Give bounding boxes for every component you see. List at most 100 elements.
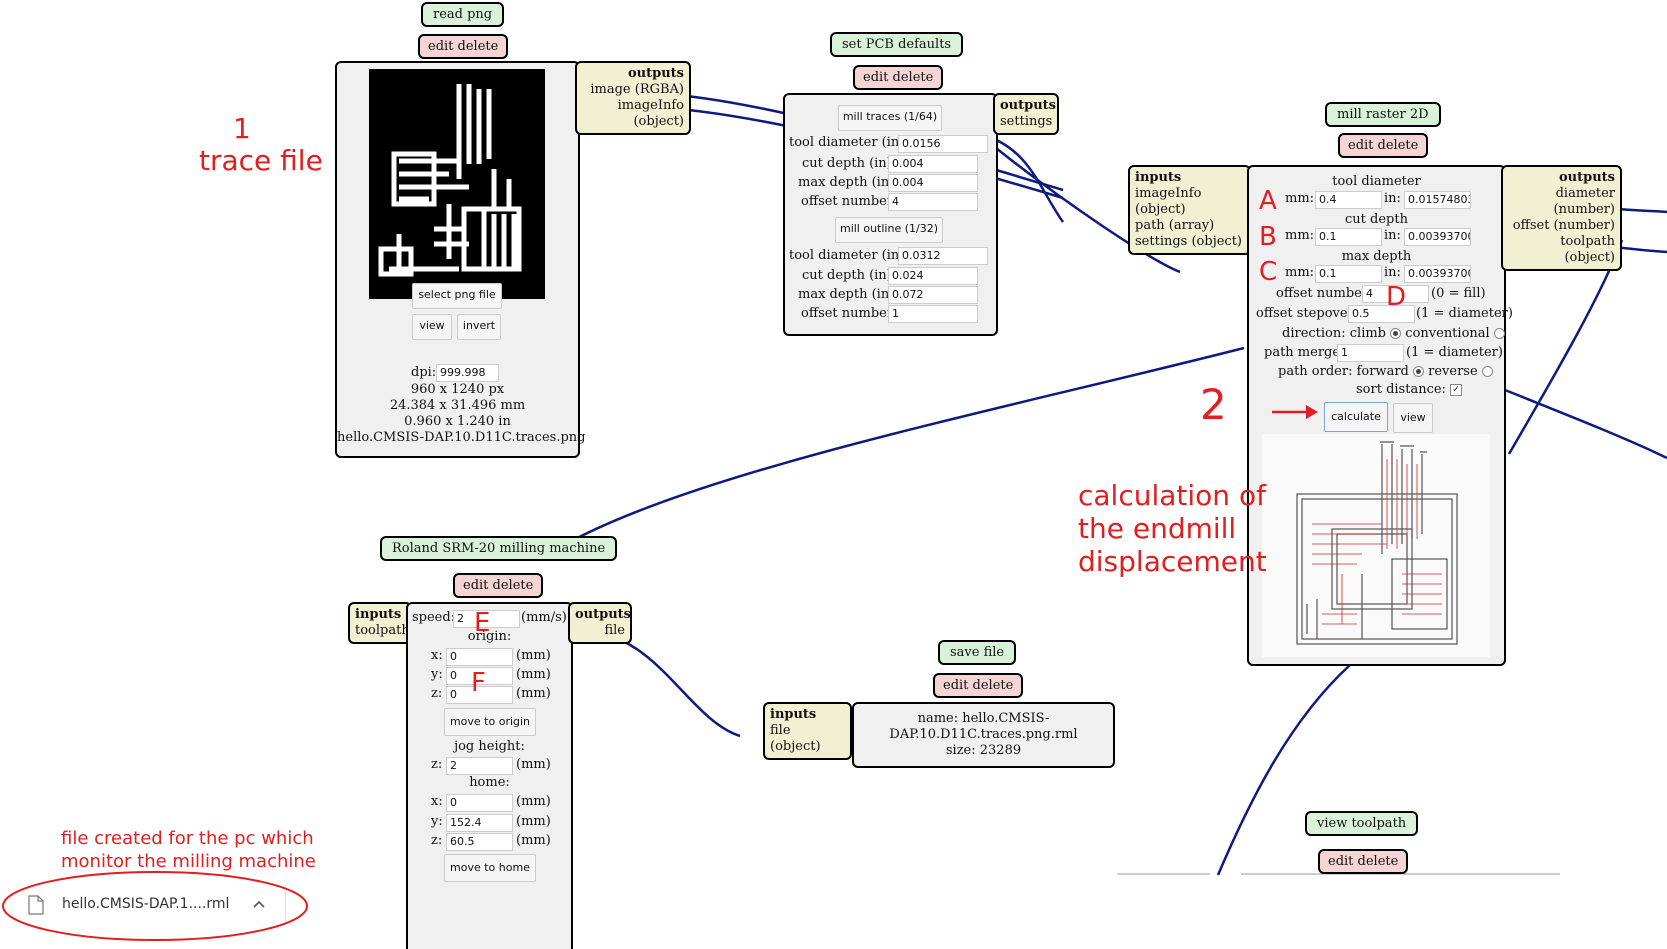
home-y-label: y: bbox=[431, 814, 443, 829]
read-png-edit-delete[interactable]: edit delete bbox=[418, 34, 509, 59]
input-imageinfo[interactable]: imageInfo (object) bbox=[1135, 186, 1202, 217]
output-imageinfo[interactable]: imageInfo (object) bbox=[617, 98, 684, 129]
step2-text-line1: calculation of bbox=[1078, 479, 1266, 512]
file-note-line1: file created for the pc which bbox=[61, 828, 314, 849]
mill-raster-outputs[interactable]: outputs diameter (number) offset (number… bbox=[1501, 165, 1622, 271]
input-path[interactable]: path (array) bbox=[1135, 218, 1215, 233]
mill-raster-view-button[interactable]: view bbox=[1393, 403, 1433, 433]
traces-max-depth-input[interactable]: 0.004 bbox=[888, 174, 978, 192]
cut-in-input[interactable]: 0.00393700 bbox=[1404, 228, 1471, 246]
input-toolpath[interactable]: toolpath bbox=[355, 623, 410, 638]
max-mm-label: mm: bbox=[1285, 265, 1315, 280]
roland-inputs[interactable]: inputs toolpath bbox=[348, 602, 412, 644]
home-z-input[interactable]: 60.5 bbox=[446, 833, 513, 851]
speed-unit: (mm/s) bbox=[521, 610, 567, 625]
mill-raster-panel: tool diameter mm: 0.4 in: 0.01574803 cut… bbox=[1247, 165, 1513, 666]
reverse-radio[interactable] bbox=[1481, 366, 1493, 377]
pcb-defaults-edit-delete[interactable]: edit delete bbox=[853, 65, 944, 90]
download-item[interactable]: hello.CMSIS-DAP.1....rml bbox=[20, 887, 270, 923]
invert-button[interactable]: invert bbox=[457, 314, 501, 340]
outputs-label: outputs bbox=[628, 66, 684, 81]
pcb-defaults-title[interactable]: set PCB defaults bbox=[830, 32, 964, 57]
climb-radio[interactable] bbox=[1390, 328, 1402, 339]
wire-pcb-to-raster-2 bbox=[985, 139, 1181, 274]
tool-in-input[interactable]: 0.01574803 bbox=[1404, 191, 1471, 209]
roland-outputs[interactable]: outputs file bbox=[568, 602, 632, 644]
view-toolpath-title[interactable]: view toolpath bbox=[1305, 811, 1419, 836]
output-file[interactable]: file bbox=[604, 623, 625, 638]
jog-z-input[interactable]: 2 bbox=[446, 757, 513, 775]
traces-cut-depth-input[interactable]: 0.004 bbox=[888, 155, 978, 173]
outputs-label: outputs bbox=[1000, 98, 1056, 113]
conventional-radio[interactable] bbox=[1493, 328, 1505, 339]
origin-z-input[interactable]: 0 bbox=[446, 686, 513, 704]
save-file-title[interactable]: save file bbox=[938, 640, 1017, 665]
size-in: 0.960 x 1.240 in bbox=[404, 414, 511, 429]
read-png-title[interactable]: read png bbox=[421, 2, 505, 27]
output-toolpath[interactable]: toolpath (object) bbox=[1560, 234, 1615, 265]
dpi-input[interactable]: 999.998 bbox=[436, 364, 499, 382]
outline-offset-number-input[interactable]: 1 bbox=[888, 305, 978, 323]
size-px: 960 x 1240 px bbox=[410, 382, 505, 397]
roland-title[interactable]: Roland SRM-20 milling machine bbox=[380, 536, 618, 561]
outputs-label: outputs bbox=[1559, 170, 1615, 185]
download-filename: hello.CMSIS-DAP.1....rml bbox=[62, 896, 230, 912]
save-file-edit-delete[interactable]: edit delete bbox=[933, 673, 1024, 698]
save-size: size: 23289 bbox=[945, 743, 1022, 758]
path-order-row: path order: forward reverse bbox=[1278, 364, 1493, 379]
mill-raster-inputs[interactable]: inputs imageInfo (object) path (array) s… bbox=[1128, 165, 1251, 255]
offset-number-input[interactable]: 4 bbox=[1362, 285, 1429, 303]
outline-cut-depth-input[interactable]: 0.024 bbox=[888, 267, 978, 285]
mill-raster-edit-delete[interactable]: edit delete bbox=[1338, 133, 1429, 158]
select-png-file-button[interactable]: select png file bbox=[412, 283, 502, 309]
output-diameter[interactable]: diameter (number) bbox=[1553, 186, 1615, 217]
calculate-button[interactable]: calculate bbox=[1324, 402, 1388, 432]
roland-edit-delete[interactable]: edit delete bbox=[453, 573, 544, 598]
max-in-input[interactable]: 0.00393700 bbox=[1404, 265, 1471, 283]
tool-mm-input[interactable]: 0.4 bbox=[1315, 191, 1382, 209]
outline-tool-diameter-input[interactable]: 0.0312 bbox=[898, 247, 988, 265]
origin-x-unit: (mm) bbox=[516, 648, 551, 663]
step1-text: trace file bbox=[199, 144, 323, 177]
mill-raster-title[interactable]: mill raster 2D bbox=[1325, 102, 1441, 127]
home-y-unit: (mm) bbox=[516, 814, 551, 829]
mill-outline-button[interactable]: mill outline (1/32) bbox=[835, 217, 943, 243]
forward-radio[interactable] bbox=[1413, 366, 1424, 377]
sort-distance-checkbox[interactable]: ✓ bbox=[1450, 383, 1463, 396]
pcb-defaults-outputs[interactable]: outputs settings bbox=[993, 93, 1059, 135]
home-y-input[interactable]: 152.4 bbox=[446, 814, 513, 832]
move-to-home-button[interactable]: move to home bbox=[444, 854, 536, 882]
traces-offset-number-input[interactable]: 4 bbox=[888, 193, 978, 211]
roland-panel: speed: 2 (mm/s) origin: x: 0 (mm) y: 0 (… bbox=[406, 602, 573, 949]
output-offset[interactable]: offset (number) bbox=[1512, 218, 1615, 233]
read-png-outputs[interactable]: outputs image (RGBA) imageInfo (object) bbox=[575, 61, 691, 135]
read-png-view-button[interactable]: view bbox=[412, 314, 452, 340]
toolpath-preview bbox=[1262, 434, 1490, 657]
path-merge-input[interactable]: 1 bbox=[1337, 344, 1404, 362]
file-note-line2: monitor the milling machine bbox=[61, 851, 316, 872]
move-to-origin-button[interactable]: move to origin bbox=[444, 708, 536, 736]
input-file[interactable]: file (object) bbox=[770, 723, 821, 754]
home-x-input[interactable]: 0 bbox=[446, 794, 513, 812]
save-file-inputs[interactable]: inputs file (object) bbox=[763, 702, 852, 760]
origin-y-input[interactable]: 0 bbox=[446, 667, 513, 685]
max-depth-heading: max depth bbox=[1341, 249, 1412, 264]
save-name-line1: name: hello.CMSIS- bbox=[917, 711, 1050, 726]
max-mm-input[interactable]: 0.1 bbox=[1315, 265, 1382, 283]
step2-number: 2 bbox=[1200, 380, 1227, 429]
outline-max-depth-input[interactable]: 0.072 bbox=[888, 286, 978, 304]
speed-label: speed: bbox=[412, 610, 456, 625]
view-toolpath-edit-delete[interactable]: edit delete bbox=[1318, 849, 1409, 874]
traces-max-depth-label: max depth (in): bbox=[798, 175, 899, 190]
offset-stepover-input[interactable]: 0.5 bbox=[1348, 305, 1415, 323]
mill-traces-button[interactable]: mill traces (1/64) bbox=[838, 105, 942, 131]
output-settings[interactable]: settings bbox=[1000, 114, 1053, 129]
size-mm: 24.384 x 31.496 mm bbox=[389, 398, 526, 413]
chevron-up-icon[interactable] bbox=[252, 899, 266, 909]
input-settings[interactable]: settings (object) bbox=[1135, 234, 1242, 249]
origin-x-input[interactable]: 0 bbox=[446, 648, 513, 666]
speed-input[interactable]: 2 bbox=[453, 610, 520, 628]
cut-mm-input[interactable]: 0.1 bbox=[1315, 228, 1382, 246]
traces-tool-diameter-input[interactable]: 0.0156 bbox=[898, 135, 988, 153]
output-image[interactable]: image (RGBA) bbox=[590, 82, 684, 97]
